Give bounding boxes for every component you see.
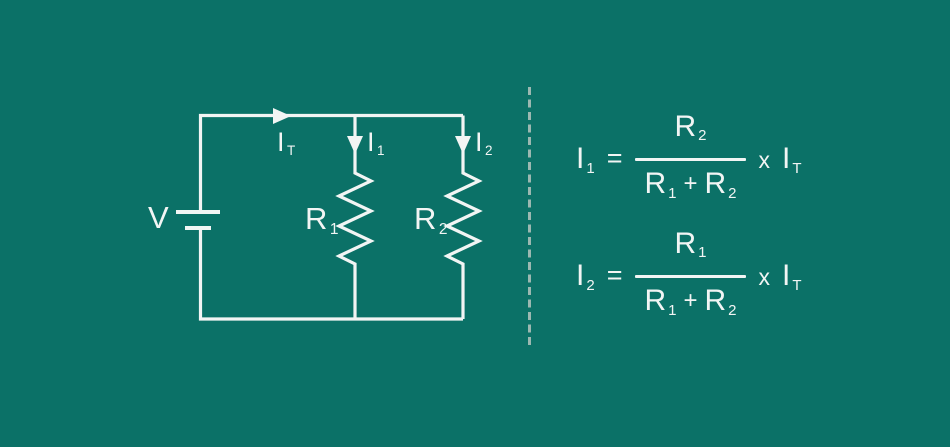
formula1-fraction-bar	[634, 158, 746, 161]
formula1-rhs-base: I	[781, 142, 791, 176]
formula1-den-r2-sub: 2	[728, 184, 737, 202]
formula1-den-r1-base: R	[644, 167, 667, 200]
branch1-current-base: I	[367, 127, 376, 157]
formula1-den-r1-sub: 1	[668, 184, 677, 202]
resistor1-sub: 1	[329, 220, 339, 238]
current-arrow-down1-icon	[347, 136, 363, 154]
resistor2-base: R	[414, 201, 437, 236]
voltage-label: V	[148, 202, 169, 233]
battery-icon	[176, 210, 220, 230]
formula2-num-base: R	[674, 226, 697, 260]
formula1-equals-sign: =	[606, 143, 623, 173]
voltage-label-text: V	[148, 200, 170, 235]
formula2-times-sign: x	[758, 263, 770, 290]
formula2-rhs-sub: T	[792, 276, 802, 294]
formula1-lhs-base: I	[576, 142, 585, 176]
formula1-num-base: R	[674, 109, 697, 143]
total-current-base: I	[277, 127, 286, 157]
wire-bottom-left	[198, 228, 463, 321]
formula2-equals-sign: =	[606, 260, 623, 290]
formula1-den-r2-base: R	[704, 167, 727, 200]
formula1-num-sub: 2	[698, 127, 707, 144]
resistor-2-icon	[443, 115, 483, 319]
wire-top-left	[198, 113, 463, 212]
formula2-den-r2-base: R	[704, 284, 727, 317]
branch1-current-sub: 1	[377, 143, 385, 159]
branch2-current-sub: 2	[485, 143, 493, 159]
formula2-fraction-bar	[634, 275, 746, 278]
total-current-sub: T	[287, 143, 296, 159]
resistor1-base: R	[305, 201, 328, 236]
resistor-1-icon	[335, 115, 375, 319]
current-arrow-right-icon	[273, 108, 291, 124]
formula1-lhs-sub: 1	[586, 159, 595, 177]
formula1-times-sign: x	[758, 146, 770, 173]
formula2-lhs-sub: 2	[586, 276, 595, 294]
formula1-rhs-sub: T	[792, 159, 802, 177]
branch2-current-base: I	[475, 127, 484, 157]
formula2-den-r1-sub: 1	[668, 301, 677, 319]
resistor2-sub: 2	[438, 220, 448, 238]
formula2-rhs-base: I	[781, 259, 791, 293]
formula2-num-sub: 1	[698, 244, 707, 261]
current-arrow-down2-icon	[455, 136, 471, 154]
formula2-plus-sign: +	[683, 287, 698, 315]
formula1-plus-sign: +	[683, 170, 698, 198]
formula2-lhs-base: I	[576, 259, 585, 293]
formula2-den-r2-sub: 2	[728, 301, 737, 319]
formula2-den-r1-base: R	[644, 284, 667, 317]
